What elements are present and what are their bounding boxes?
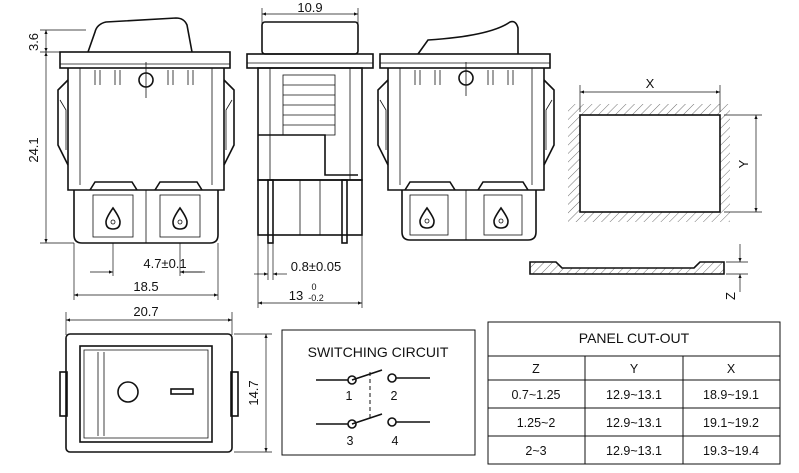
front-view: 3.6 24.1 4.7±0.1 18.5 — [26, 17, 235, 300]
terminal-label-4: 4 — [392, 434, 399, 448]
terminal-left — [89, 181, 138, 238]
dim-rocker-height: 3.6 — [26, 33, 41, 51]
table-title: PANEL CUT-OUT — [579, 330, 690, 346]
dim-base-width: 18.5 — [133, 279, 158, 294]
terminal-label-2: 2 — [391, 389, 398, 403]
top-view: 20.7 14.7 — [59, 304, 272, 453]
table-cell: 12.9~13.1 — [606, 416, 662, 430]
table-cell: 19.1~19.2 — [703, 416, 759, 430]
rocker-bar-symbol — [170, 388, 194, 395]
dim-side-depth-tol-lower: -0.2 — [308, 293, 324, 303]
table-cell: 12.9~13.1 — [606, 388, 662, 402]
table-header-x: X — [727, 362, 736, 376]
rocker-circle-symbol — [117, 381, 139, 403]
table-cell: 12.9~13.1 — [606, 444, 662, 458]
dim-top-width: 10.9 — [297, 0, 322, 15]
table-cell: 2~3 — [525, 444, 546, 458]
table-header-y: Y — [630, 362, 639, 376]
cutout-x-label: X — [646, 76, 655, 91]
cutout-y-label: Y — [736, 159, 751, 168]
dim-body-height: 24.1 — [26, 137, 41, 162]
dim-side-depth-tol-upper: 0 — [311, 282, 316, 292]
dim-terminal-pitch: 4.7±0.1 — [143, 256, 186, 271]
cutout-z-label: Z — [723, 292, 738, 300]
dim-terminal-thickness: 0.8±0.05 — [291, 259, 342, 274]
top-flange — [59, 51, 231, 69]
dim-side-depth: 13 — [289, 288, 303, 303]
dim-bezel-height: 14.7 — [246, 380, 261, 405]
rear-view — [377, 20, 555, 241]
dim-overall-width: 20.7 — [133, 304, 158, 319]
switching-circuit: SWITCHING CIRCUIT 1 2 3 4 — [281, 329, 476, 456]
panel-cutout-table: PANEL CUT-OUT Z Y X 0.7~1.25 12.9~13.1 1… — [487, 321, 781, 465]
bezel-outline — [65, 333, 233, 453]
table-cell: 0.7~1.25 — [511, 388, 560, 402]
rocker-actuator — [87, 17, 193, 53]
table-cell: 1.25~2 — [517, 416, 556, 430]
table-header-z: Z — [532, 362, 540, 376]
table-cell: 18.9~19.1 — [703, 388, 759, 402]
table-cell: 19.3~19.4 — [703, 444, 759, 458]
panel-cutout-diagram: X Y Z — [529, 76, 762, 300]
terminal-label-3: 3 — [347, 434, 354, 448]
terminal-right — [154, 181, 203, 238]
terminal-label-1: 1 — [346, 389, 353, 403]
side-view: 10.9 0.8±0.05 — [246, 0, 374, 308]
switching-circuit-title: SWITCHING CIRCUIT — [308, 344, 449, 360]
